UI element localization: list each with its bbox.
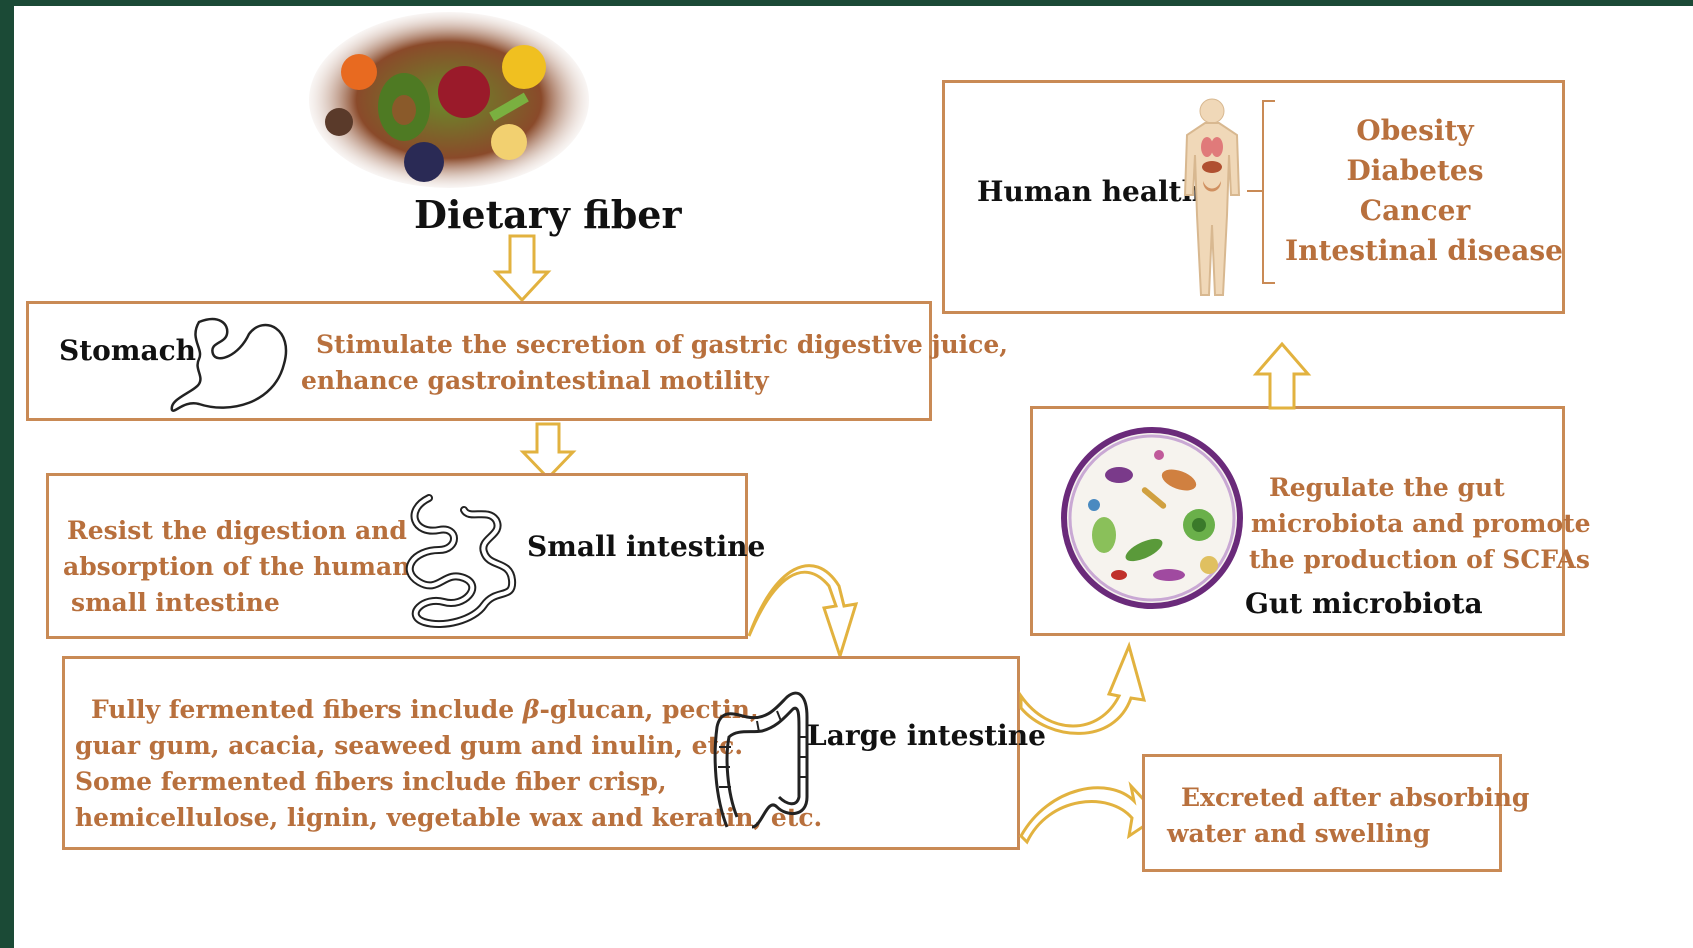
large-intestine-label: Large intestine: [807, 719, 1046, 752]
small-intestine-label: Small intestine: [527, 530, 765, 563]
excreted-line1: Excreted after absorbing: [1181, 783, 1529, 812]
gut-microbiota-effect-line3: the production of SCFAs: [1249, 545, 1590, 574]
large-intestine-icon: [707, 677, 819, 837]
bracket-icon: [1245, 99, 1285, 285]
stomach-icon: [169, 314, 279, 414]
stomach-box: Stomach Stimulate the secretion of gastr…: [26, 301, 932, 421]
large-intestine-line1-text: Fully fermented fibers include: [91, 695, 514, 724]
gut-microbiota-effect-line1: Regulate the gut: [1269, 473, 1505, 502]
disease-intestinal: Intestinal disease: [1285, 231, 1545, 271]
diagram-canvas: Dietary fiber Stomach Stimulate the secr…: [14, 6, 1693, 948]
microbiota-icon: [1059, 425, 1245, 611]
large-intestine-line2: guar gum, acacia, seaweed gum and inulin…: [75, 731, 743, 760]
disease-cancer: Cancer: [1285, 191, 1545, 231]
large-intestine-box: Fully fermented fibers include β-glucan,…: [62, 656, 1020, 850]
large-intestine-line1: Fully fermented fibers include β-glucan,…: [91, 695, 759, 724]
stomach-effect-line2: enhance gastrointestinal motility: [301, 366, 769, 395]
disease-list: Obesity Diabetes Cancer Intestinal disea…: [1285, 111, 1545, 271]
human-health-label: Human health: [977, 175, 1202, 208]
beta-symbol: β: [523, 695, 540, 724]
stomach-effect-line1: Stimulate the secretion of gastric diges…: [316, 330, 1008, 359]
curved-arrow-icon: [744, 556, 864, 666]
excreted-line2: water and swelling: [1167, 819, 1430, 848]
human-body-icon: [1177, 95, 1247, 305]
gut-microbiota-effect-line2: microbiota and promote: [1251, 509, 1591, 538]
curved-arrow-icon: [1019, 646, 1149, 746]
gut-microbiota-box: Regulate the gut microbiota and promote …: [1030, 406, 1565, 636]
arrow-up-icon: [1252, 342, 1312, 412]
arrow-down-icon: [492, 236, 552, 306]
gut-microbiota-label: Gut microbiota: [1245, 587, 1483, 620]
small-intestine-effect-line2: absorption of the human: [63, 552, 410, 581]
food-image: [299, 12, 599, 192]
disease-obesity: Obesity: [1285, 111, 1545, 151]
small-intestine-effect-line3: small intestine: [71, 588, 280, 617]
human-health-box: Human health Obesity Diabetes Cancer Int…: [942, 80, 1565, 314]
small-intestine-box: Resist the digestion and absorption of t…: [46, 473, 748, 639]
disease-diabetes: Diabetes: [1285, 151, 1545, 191]
large-intestine-line3: Some fermented fibers include fiber cris…: [75, 767, 667, 796]
diagram-title: Dietary fiber: [414, 192, 681, 237]
small-intestine-effect-line1: Resist the digestion and: [67, 516, 407, 545]
small-intestine-icon: [384, 490, 529, 630]
excreted-box: Excreted after absorbing water and swell…: [1142, 754, 1502, 872]
